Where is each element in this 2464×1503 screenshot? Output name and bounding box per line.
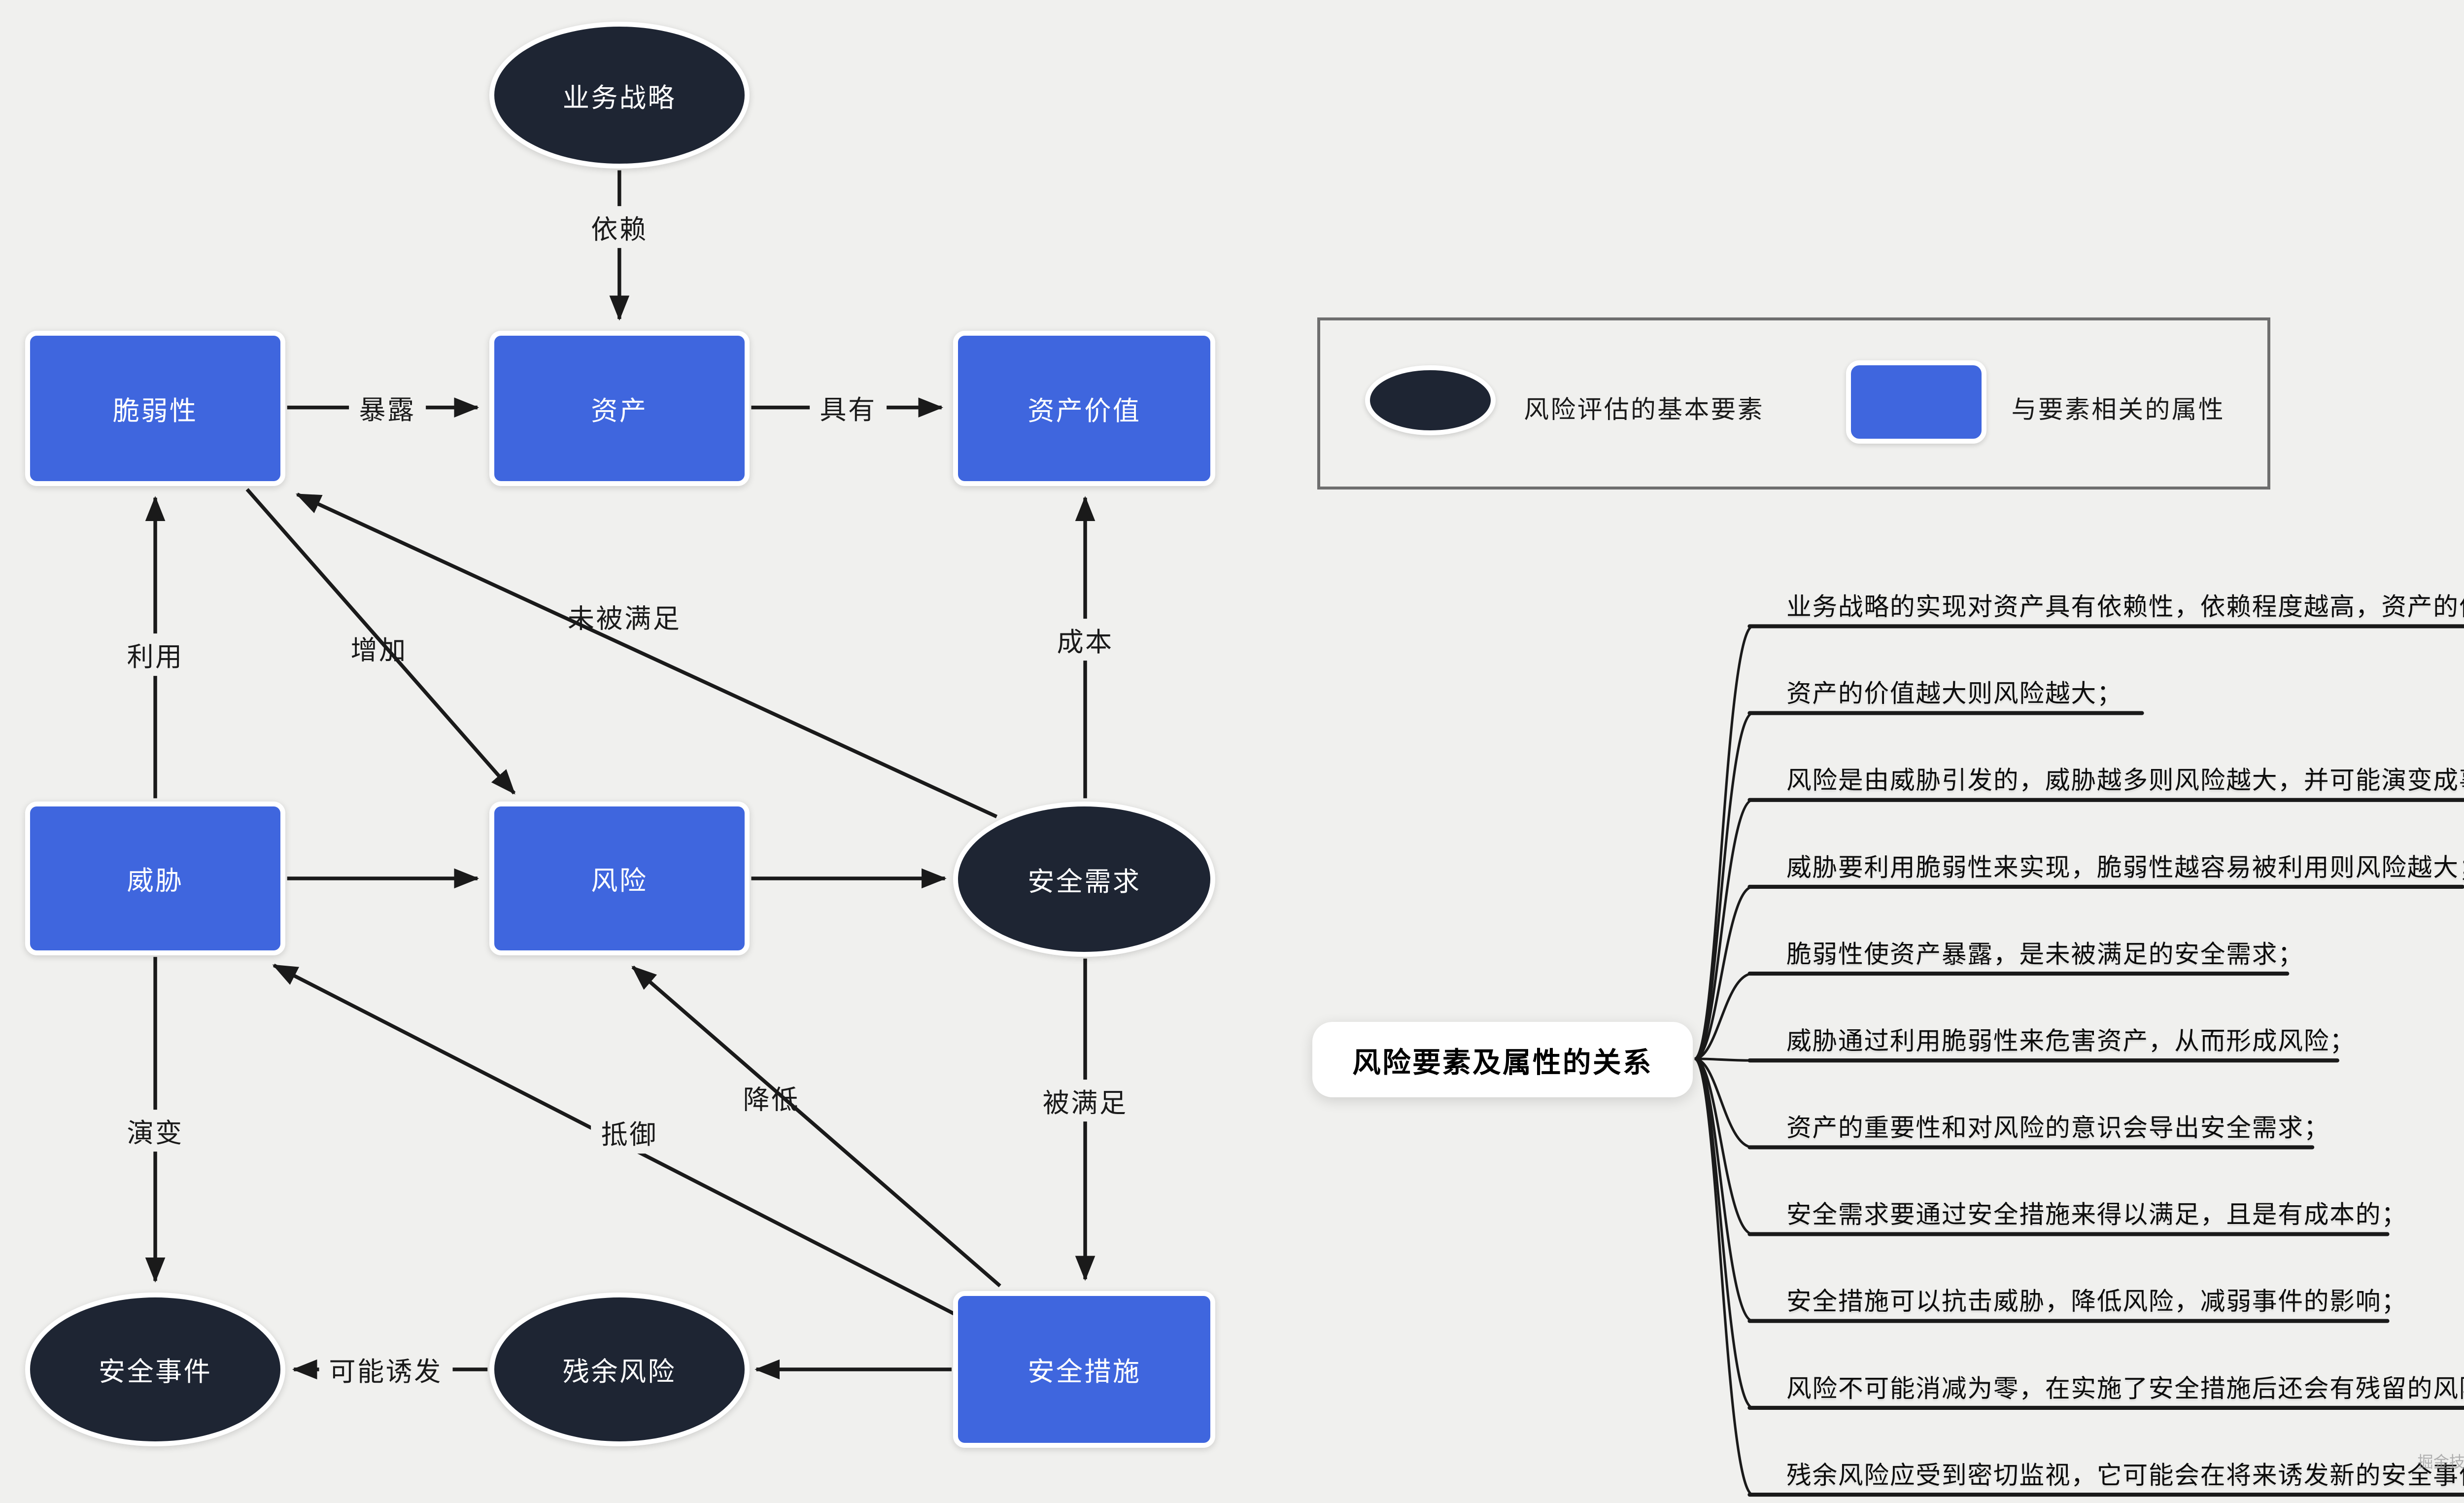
node-label-security-need: 安全需求 — [1027, 867, 1141, 897]
legend-attribute-rect-swatch — [1846, 360, 1986, 444]
node-security-need: 安全需求 — [953, 802, 1216, 957]
mind-branch-curve-3 — [1694, 799, 1753, 1060]
mind-branch-curve-7 — [1694, 1057, 1753, 1149]
mindmap-root-node: 风险要素及属性的关系 — [1312, 1022, 1693, 1097]
node-label-threat: 威胁 — [127, 866, 184, 896]
mind-item-2: 资产的价值越大则风险越大； — [1786, 679, 2123, 708]
edge-label-depend: 依赖 — [581, 206, 658, 248]
node-security-event: 安全事件 — [25, 1293, 286, 1446]
mind-branch-curve-5 — [1694, 972, 1753, 1060]
mind-branch-curve-11 — [1694, 1057, 1754, 1496]
mind-item-5: 脆弱性使资产暴露，是未被满足的安全需求； — [1786, 940, 2304, 968]
mind-item-11: 残余风险应受到密切监视，它可能会在将来诱发新的安全事件。 — [1786, 1461, 2464, 1489]
node-label-vulnerability: 脆弱性 — [112, 396, 198, 426]
edge-reduce — [631, 965, 1001, 1288]
node-vulnerability: 脆弱性 — [25, 330, 286, 486]
legend-element-ellipse-swatch — [1365, 365, 1496, 436]
node-residual-risk: 残余风险 — [489, 1293, 750, 1446]
edge-label-exploit: 利用 — [117, 633, 194, 676]
mind-item-7: 资产的重要性和对风险的意识会导出安全需求； — [1786, 1114, 2330, 1142]
mind-item-6: 威胁通过利用脆弱性来危害资产，从而形成风险； — [1786, 1026, 2356, 1055]
mind-branch-curve-1 — [1694, 625, 1754, 1060]
node-label-business-strategy: 业务战略 — [562, 83, 677, 113]
mind-branch-curve-4 — [1694, 885, 1753, 1060]
node-asset-value: 资产价值 — [953, 330, 1216, 486]
edge-label-induce: 可能诱发 — [319, 1348, 453, 1391]
mind-item-8: 安全需求要通过安全措施来得以满足，且是有成本的； — [1786, 1200, 2407, 1229]
node-label-asset-value: 资产价值 — [1027, 396, 1141, 426]
node-label-security-measure: 安全措施 — [1027, 1357, 1141, 1387]
edge-unmet — [295, 492, 998, 819]
node-label-risk: 风险 — [591, 866, 648, 896]
mind-branch-curve-6 — [1694, 1057, 1753, 1062]
node-security-measure: 安全措施 — [953, 1291, 1216, 1448]
mind-item-10: 风险不可能消减为零，在实施了安全措施后还会有残留的风险； — [1786, 1374, 2464, 1402]
edge-label-unmet: 未被满足 — [567, 604, 682, 634]
node-asset: 资产 — [489, 330, 750, 486]
mind-item-1: 业务战略的实现对资产具有依赖性，依赖程度越高，资产的价值就越大； — [1786, 593, 2464, 621]
edge-label-have: 具有 — [810, 386, 887, 429]
node-label-residual-risk: 残余风险 — [562, 1357, 677, 1387]
edge-increase — [245, 488, 516, 795]
edge-label-reduce: 降低 — [743, 1085, 800, 1115]
mind-branch-curve-9 — [1694, 1057, 1753, 1323]
edge-label-expose: 暴露 — [349, 386, 426, 429]
mind-branch-curve-2 — [1694, 712, 1754, 1060]
edge-label-evolve: 演变 — [117, 1109, 194, 1152]
mind-item-4: 威胁要利用脆弱性来实现，脆弱性越容易被利用则风险越大； — [1786, 853, 2464, 881]
legend-element-label: 风险评估的基本要素 — [1524, 395, 1764, 423]
mind-item-9: 安全措施可以抗击威胁，降低风险，减弱事件的影响； — [1786, 1287, 2407, 1316]
node-threat: 威胁 — [25, 802, 286, 955]
legend-box: 风险评估的基本要素 与要素相关的属性 — [1317, 317, 2271, 489]
node-risk: 风险 — [489, 802, 750, 955]
legend-attribute-label: 与要素相关的属性 — [2011, 395, 2225, 423]
node-label-security-event: 安全事件 — [98, 1357, 212, 1387]
watermark: 掘金技术社区 @ 职场工具箱 — [2417, 1453, 2464, 1471]
edge-label-satisfied: 被满足 — [1032, 1079, 1138, 1122]
node-business-strategy: 业务战略 — [489, 22, 750, 169]
edge-label-cost: 成本 — [1047, 618, 1124, 661]
mind-branch-curve-8 — [1694, 1057, 1753, 1236]
edge-label-increase: 增加 — [350, 635, 408, 665]
mind-item-3: 风险是由威胁引发的，威胁越多则风险越大，并可能演变成事件； — [1786, 766, 2464, 795]
edge-label-resist: 抵御 — [591, 1111, 668, 1153]
node-label-asset: 资产 — [591, 396, 648, 426]
